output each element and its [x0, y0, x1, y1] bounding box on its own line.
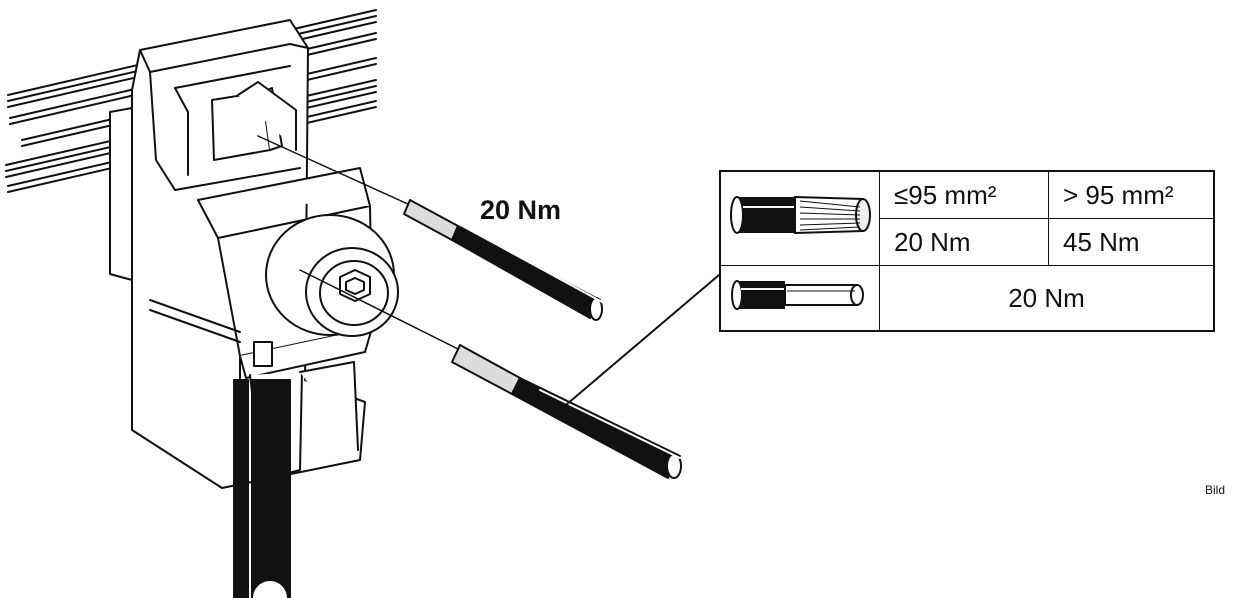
- upper-conductor: [403, 199, 603, 321]
- torque-large-cell: 45 Nm: [1048, 218, 1215, 266]
- solid-cable-cell: [719, 265, 880, 332]
- torque-label: 20 Nm: [480, 195, 562, 225]
- lower-conductor: [451, 344, 682, 479]
- solid-torque-cell: 20 Nm: [879, 265, 1215, 332]
- clamp-screw: [265, 214, 399, 337]
- size-small-cell: ≤95 mm²: [879, 170, 1049, 219]
- torque-small-cell: 20 Nm: [879, 218, 1049, 266]
- figure-label: Bild: [1205, 483, 1226, 497]
- size-large-cell: > 95 mm²: [1048, 170, 1215, 219]
- bottom-cable: [233, 379, 291, 598]
- stranded-cable-icon: [730, 195, 871, 235]
- torque-table: ≤95 mm² > 95 mm² 20 Nm 45 Nm 20 Nm: [719, 170, 1215, 332]
- stranded-cable-cell: [719, 170, 880, 266]
- solid-cable-icon: [731, 279, 864, 310]
